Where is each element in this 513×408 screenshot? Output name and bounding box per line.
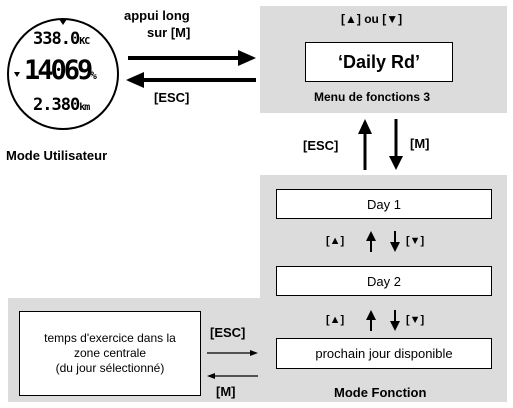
up-hint-2: [▲] bbox=[326, 314, 345, 326]
arrow-m-down-head bbox=[389, 156, 403, 170]
exercise-line1: temps d'exercice dans la bbox=[44, 331, 176, 345]
watch-line3-value: 2.380 bbox=[33, 95, 80, 115]
day1-text: Day 1 bbox=[367, 196, 401, 212]
watch-line3: 2.380km bbox=[33, 95, 90, 115]
long-press-label-1: appui long bbox=[124, 8, 190, 23]
m-down-label: [M] bbox=[410, 136, 430, 151]
next-day-text: prochain jour disponible bbox=[315, 346, 453, 361]
menu-display-box: ‘Daily Rd’ bbox=[305, 42, 453, 82]
long-press-label-2: sur [M] bbox=[147, 25, 191, 40]
watch-line1-value: 338.0 bbox=[33, 29, 80, 49]
menu-nav-hint: [▲] ou [▼] bbox=[341, 12, 403, 26]
exercise-line3: (du jour sélectionné) bbox=[55, 361, 165, 375]
day1-box: Day 1 bbox=[276, 189, 492, 219]
exercise-line2: zone centrale bbox=[73, 346, 147, 360]
day2-box: Day 2 bbox=[276, 266, 492, 296]
up-hint-1: [▲] bbox=[326, 235, 345, 247]
next-day-box: prochain jour disponible bbox=[276, 338, 492, 369]
m-left-label: [M] bbox=[216, 384, 236, 399]
watch-line2-unit: % bbox=[90, 69, 97, 82]
function-caption: Mode Fonction bbox=[334, 385, 427, 400]
watch-line1: 338.0KC bbox=[33, 29, 90, 49]
menu-caption: Menu de fonctions 3 bbox=[314, 90, 431, 104]
down-hint-2: [▼] bbox=[406, 314, 425, 326]
arrow-esc-back-head bbox=[126, 72, 144, 88]
watch-caption: Mode Utilisateur bbox=[6, 148, 108, 163]
watch-line3-unit: km bbox=[79, 102, 90, 113]
esc-back-label: [ESC] bbox=[154, 90, 190, 105]
esc-right-label: [ESC] bbox=[210, 325, 246, 340]
watch-line1-unit: KC bbox=[79, 36, 90, 47]
arrow-esc-up-head bbox=[358, 119, 372, 134]
down-hint-1: [▼] bbox=[406, 235, 425, 247]
exercise-box: temps d'exercice dans la zone centrale (… bbox=[19, 311, 201, 396]
esc-up-label: [ESC] bbox=[303, 138, 339, 153]
watch-line2: 14069% bbox=[24, 55, 97, 86]
watch-line2-value: 14069 bbox=[24, 55, 93, 86]
day2-text: Day 2 bbox=[367, 273, 401, 289]
arrow-long-press-head bbox=[238, 50, 256, 66]
menu-display-text: ‘Daily Rd’ bbox=[337, 51, 421, 72]
